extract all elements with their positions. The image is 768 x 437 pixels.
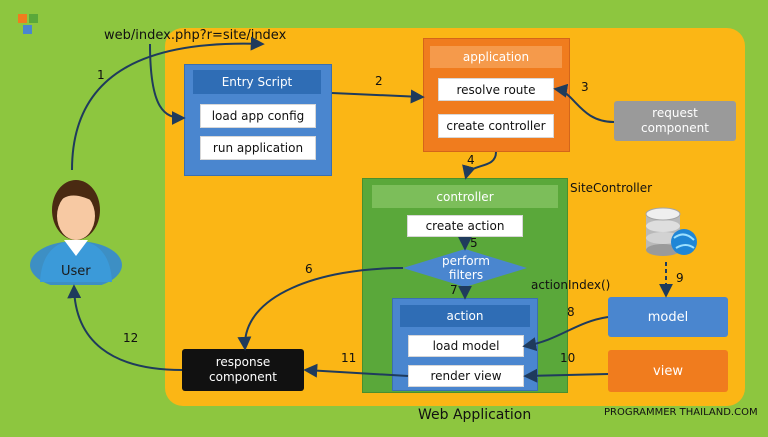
arrow-url-entry: [149, 43, 186, 125]
render-view-step: render view: [408, 365, 524, 387]
resolve-route-step: resolve route: [438, 78, 554, 101]
step-number-5: 5: [470, 236, 478, 250]
arrow-11: [303, 363, 409, 378]
step-number-11: 11: [341, 351, 357, 365]
user-label: User: [61, 264, 91, 279]
controller-name: SiteController: [570, 181, 653, 195]
request-component: request component: [614, 101, 736, 141]
run-application-step: run application: [200, 136, 316, 160]
logo-icon: [18, 14, 40, 36]
create-action-step: create action: [407, 215, 523, 237]
controller-title: controller: [372, 185, 558, 208]
step-number-6: 6: [305, 262, 313, 276]
step-number-8: 8: [567, 305, 575, 319]
model-box: model: [608, 297, 728, 337]
step-number-12: 12: [123, 331, 139, 345]
action-name: actionIndex(): [531, 278, 611, 292]
arrow-8: [522, 316, 609, 352]
database-icon: [640, 204, 700, 260]
url-label: web/index.php?r=site/index: [104, 28, 287, 43]
step-number-2: 2: [375, 74, 383, 88]
arrow-3: [553, 83, 615, 123]
action-title: action: [400, 305, 530, 327]
web-application-label: Web Application: [418, 407, 532, 423]
user-icon: [30, 180, 122, 289]
entry-script-title: Entry Script: [193, 70, 321, 94]
arrow-1: [71, 36, 265, 171]
arrow-2: [331, 89, 425, 104]
application-title: application: [430, 46, 562, 68]
response-component: response component: [182, 349, 304, 391]
footer-credit: PROGRAMMER THAILAND.COM: [604, 407, 758, 418]
step-number-9: 9: [676, 271, 684, 285]
step-number-4: 4: [467, 153, 475, 167]
user-avatar: [28, 170, 124, 289]
perform-filters-diamond: [403, 249, 527, 287]
step-number-3: 3: [581, 80, 589, 94]
load-model-step: load model: [408, 335, 524, 357]
arrow-4: [462, 151, 497, 180]
step-number-10: 10: [560, 351, 576, 365]
load-app-config-step: load app config: [200, 104, 316, 128]
arrow-6: [237, 267, 404, 351]
step-number-1: 1: [97, 68, 105, 82]
step-number-7: 7: [450, 283, 458, 297]
arrow-10: [523, 368, 609, 383]
arrow-12: [67, 284, 183, 371]
perform-filters-label: perform filters: [442, 254, 490, 282]
create-controller-step: create controller: [438, 114, 554, 138]
view-box: view: [608, 350, 728, 392]
